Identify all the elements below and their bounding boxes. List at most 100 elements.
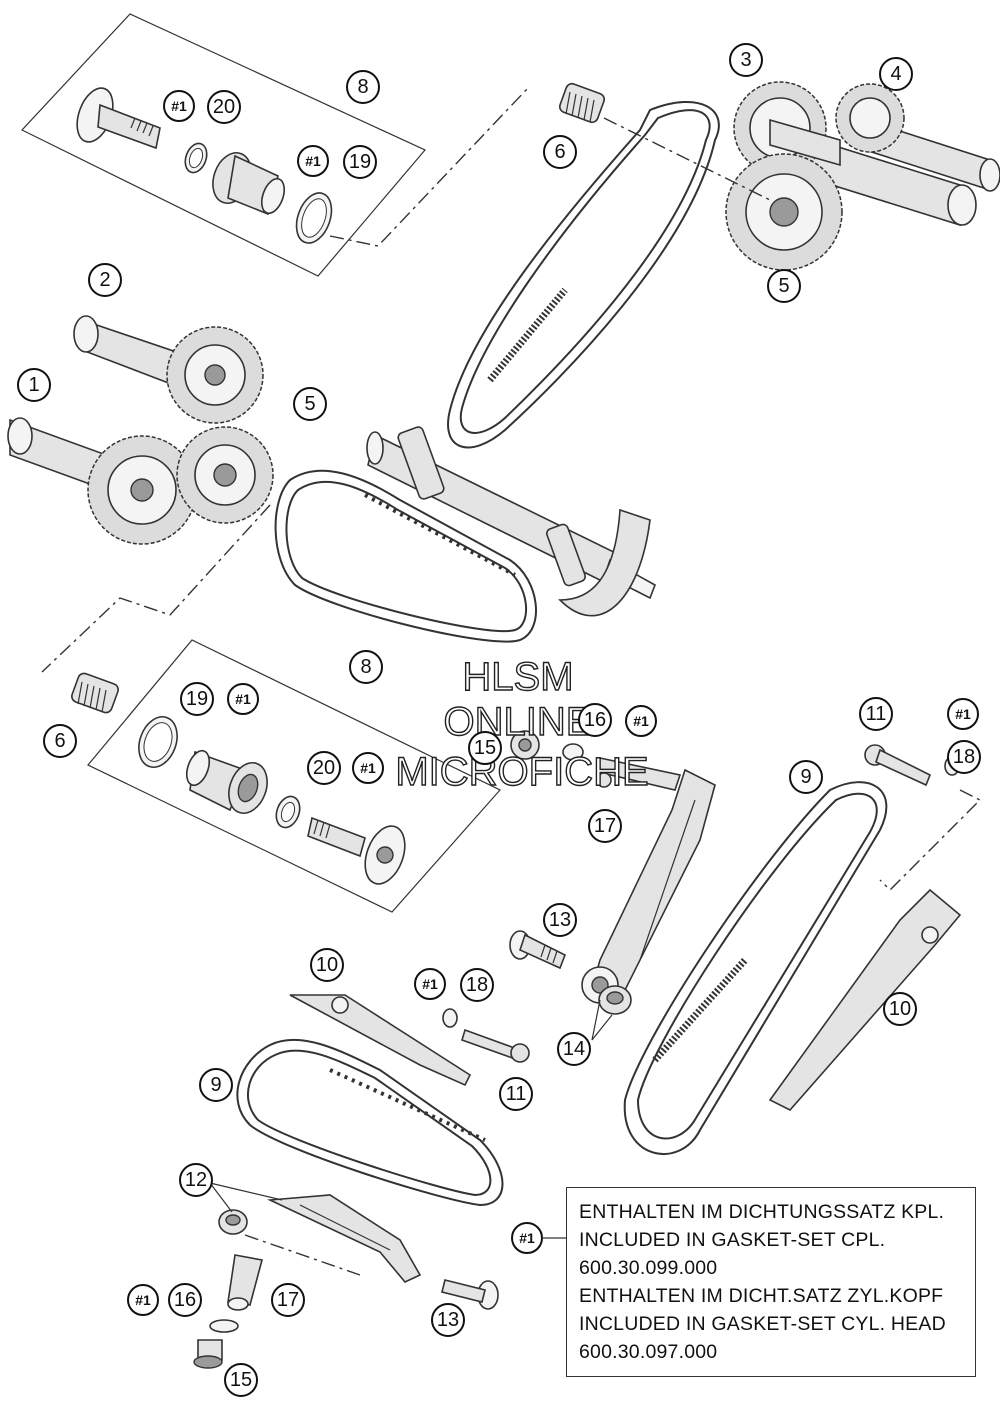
svg-text:#1: #1 (235, 691, 251, 707)
svg-text:17: 17 (277, 1289, 299, 1311)
crankshaft-part (366, 426, 656, 617)
callout-9-lower: 9 (199, 1068, 233, 1102)
svg-text:20: 20 (213, 96, 235, 118)
timing-chain-lower (236, 1038, 504, 1207)
callout-16-center: 16 (578, 703, 612, 737)
callout-3: 3 (729, 43, 763, 77)
callout-10-right: 10 (883, 992, 917, 1026)
callout-13-upper: 13 (543, 903, 577, 937)
callout-h1-b: #1 (297, 145, 329, 177)
note-line-1: ENTHALTEN IM DICHTUNGSSATZ KPL. (579, 1201, 945, 1223)
callout-19-middle: 19 (180, 682, 214, 716)
callout-19-top: 19 (343, 145, 377, 179)
svg-text:8: 8 (357, 76, 368, 98)
svg-text:19: 19 (349, 151, 371, 173)
callout-5-left: 5 (293, 387, 327, 421)
bushing-part (185, 749, 268, 814)
svg-text:5: 5 (778, 275, 789, 297)
note-line-2: INCLUDED IN GASKET-SET CPL. (579, 1229, 886, 1251)
svg-text:6: 6 (54, 730, 65, 752)
callout-6-lower: 6 (43, 724, 77, 758)
needle-bearing-top (558, 82, 606, 124)
svg-text:14: 14 (563, 1038, 585, 1060)
timing-chain-right (623, 781, 888, 1155)
detail-panel-middle (87, 639, 501, 913)
camshaft-assembly-top (725, 81, 1000, 271)
svg-text:2: 2 (99, 269, 110, 291)
callout-11-lower: 11 (499, 1077, 533, 1111)
svg-text:9: 9 (800, 766, 811, 788)
svg-text:9: 9 (210, 1074, 221, 1096)
o-ring-small (184, 142, 208, 174)
callout-h1-a: #1 (163, 90, 195, 122)
svg-text:#1: #1 (360, 760, 376, 776)
callout-h1-c: #1 (227, 683, 259, 715)
svg-text:#1: #1 (955, 706, 971, 722)
callout-17-center: 17 (588, 809, 622, 843)
detail-panel-top (21, 13, 529, 277)
svg-text:#1: #1 (422, 976, 438, 992)
svg-text:18: 18 (466, 974, 488, 996)
callout-15-center: 15 (468, 731, 502, 765)
callout-2: 2 (88, 263, 122, 297)
svg-text:#1: #1 (633, 713, 649, 729)
chain-guide-lower (266, 1194, 422, 1283)
callout-h1-f: #1 (947, 698, 979, 730)
callout-h1-e: #1 (625, 705, 657, 737)
svg-text:6: 6 (554, 141, 565, 163)
svg-text:15: 15 (230, 1369, 252, 1391)
bolt-11-right (864, 744, 960, 787)
svg-text:#1: #1 (519, 1230, 535, 1246)
svg-text:12: 12 (185, 1169, 207, 1191)
callout-4: 4 (879, 57, 913, 91)
timing-chain-middle (274, 469, 537, 643)
svg-text:5: 5 (304, 393, 315, 415)
tensioner-rail-lower (289, 994, 472, 1087)
svg-text:15: 15 (474, 737, 496, 759)
note-line-6: 600.30.097.000 (579, 1341, 718, 1363)
plug-parts-lower (193, 1254, 263, 1369)
svg-text:16: 16 (174, 1289, 196, 1311)
svg-text:16: 16 (584, 709, 606, 731)
svg-text:17: 17 (594, 815, 616, 837)
callout-h1-note: #1 (511, 1222, 543, 1254)
center-plug-parts (510, 730, 682, 791)
svg-text:#1: #1 (305, 153, 321, 169)
watermark-line3: MICROFICHE (395, 750, 648, 794)
callout-h1-g: #1 (414, 968, 446, 1000)
bushing-14 (598, 985, 632, 1015)
watermark: HLSM ONLINE MICROFICHE (395, 654, 650, 794)
callout-13-lower: 13 (431, 1303, 465, 1337)
svg-text:3: 3 (740, 49, 751, 71)
needle-bearing-lower (71, 672, 119, 714)
svg-text:19: 19 (186, 688, 208, 710)
callout-9-right: 9 (789, 760, 823, 794)
callout-11-right: 11 (859, 697, 893, 731)
callouts: 8 #1 20 #1 19 6 3 4 5 2 1 5 8 19 #1 6 20… (17, 43, 981, 1397)
callout-15-lower: 15 (224, 1363, 258, 1397)
watermark-line1: HLSM (462, 655, 573, 699)
bolt-13-upper (509, 930, 567, 970)
bushing-part (212, 152, 286, 216)
svg-text:4: 4 (890, 63, 901, 85)
svg-text:1: 1 (28, 374, 39, 396)
bolt-11-lower (442, 1008, 530, 1063)
svg-text:10: 10 (316, 954, 338, 976)
note-line-3: 600.30.099.000 (579, 1257, 718, 1279)
callout-8-top: 8 (346, 70, 380, 104)
tensioner-rail-right (768, 888, 962, 1111)
callout-6-top: 6 (543, 135, 577, 169)
callout-1: 1 (17, 368, 51, 402)
callout-10-lower: 10 (310, 948, 344, 982)
timing-chain-upper (447, 101, 720, 449)
svg-text:#1: #1 (135, 1292, 151, 1308)
note-line-4: ENTHALTEN IM DICHT.SATZ ZYL.KOPF (579, 1285, 944, 1307)
watermark-line2: ONLINE (444, 700, 593, 744)
note-line-5: INCLUDED IN GASKET-SET CYL. HEAD (579, 1313, 946, 1335)
camshaft-assembly-left (7, 315, 274, 545)
callout-h1-h: #1 (127, 1284, 159, 1316)
callout-18-lower: 18 (460, 968, 494, 1002)
callout-14: 14 (557, 1032, 591, 1066)
bolt-part (76, 87, 161, 150)
